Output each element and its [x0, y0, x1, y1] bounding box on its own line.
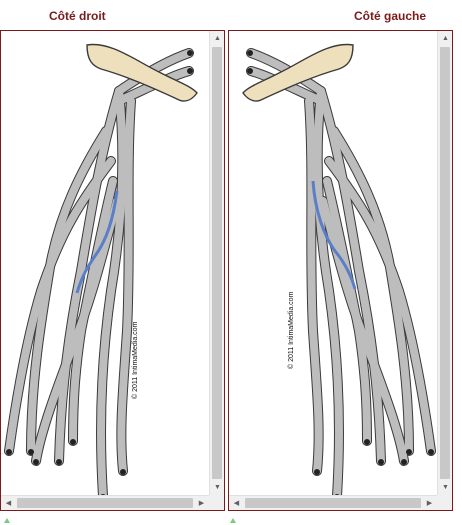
viewport-right: © 2011 IntimaMedia.com: [1, 31, 209, 495]
scroll-corner: [437, 495, 452, 510]
title-left-side: Côté gauche: [354, 9, 427, 23]
scroll-up-icon[interactable]: ▲: [442, 35, 449, 42]
vessel-end-caps: [6, 50, 193, 495]
vessel-end-caps-left: [247, 50, 434, 495]
copyright-left: © 2011 IntimaMedia.com: [287, 291, 295, 369]
scroll-corner: [209, 495, 224, 510]
vessel-illustration-left: © 2011 IntimaMedia.com: [242, 43, 437, 495]
panel-right-side: © 2011 IntimaMedia.com ▲ ▼ ◀ ▶: [0, 30, 225, 511]
ligament-band-left: [242, 43, 354, 102]
copyright-right: © 2011 IntimaMedia.com: [131, 321, 139, 399]
triangle-marker-icon: [230, 518, 236, 523]
viewport-left: © 2011 IntimaMedia.com: [229, 31, 437, 495]
scroll-thumb-horizontal[interactable]: [17, 498, 193, 508]
panel-left-side: © 2011 IntimaMedia.com ▲ ▼ ◀ ▶: [228, 30, 453, 511]
ligament-band: [86, 43, 198, 102]
scroll-thumb-vertical[interactable]: [440, 47, 450, 479]
scroll-down-icon[interactable]: ▼: [442, 484, 449, 491]
highlighted-vein: [75, 190, 119, 294]
vertical-scrollbar-right[interactable]: ▲ ▼: [209, 31, 224, 495]
triangle-marker-icon: [4, 518, 10, 523]
scroll-left-icon[interactable]: ◀: [233, 500, 240, 507]
scroll-right-icon[interactable]: ▶: [198, 500, 205, 507]
vessel-illustration-right: © 2011 IntimaMedia.com: [1, 43, 198, 495]
scroll-left-icon[interactable]: ◀: [5, 500, 12, 507]
vertical-scrollbar-left[interactable]: ▲ ▼: [437, 31, 452, 495]
scroll-thumb-horizontal[interactable]: [245, 498, 421, 508]
scroll-right-icon[interactable]: ▶: [426, 500, 433, 507]
scroll-up-icon[interactable]: ▲: [214, 35, 221, 42]
highlighted-vein-left: [311, 180, 357, 290]
horizontal-scrollbar-right[interactable]: ◀ ▶: [1, 495, 209, 510]
horizontal-scrollbar-left[interactable]: ◀ ▶: [229, 495, 437, 510]
title-right-side: Côté droit: [49, 9, 106, 23]
scroll-thumb-vertical[interactable]: [212, 47, 222, 479]
scroll-down-icon[interactable]: ▼: [214, 484, 221, 491]
